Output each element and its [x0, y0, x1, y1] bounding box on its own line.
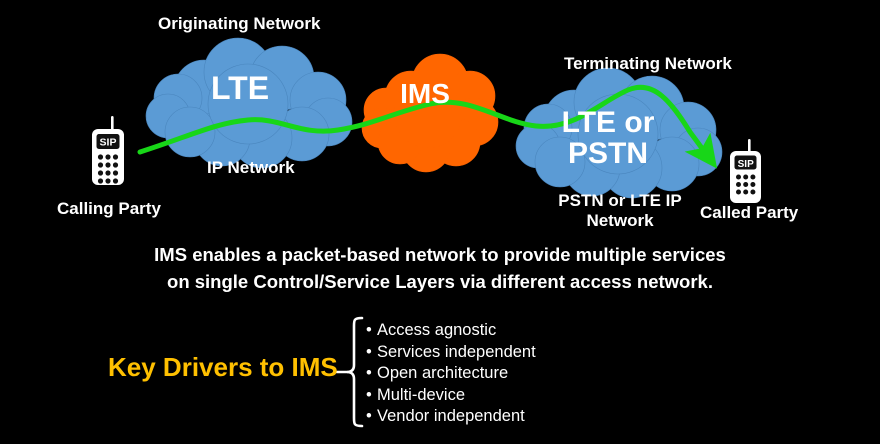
- signal-flow-arrow: [137, 84, 718, 169]
- label-originating-network: Originating Network: [158, 14, 321, 33]
- list-item: • Services independent: [366, 342, 536, 364]
- label-ip-network: IP Network: [207, 158, 295, 177]
- list-item-label: Multi-device: [377, 385, 466, 404]
- called-party-phone: SIP: [730, 139, 761, 203]
- list-item-label: Services independent: [377, 342, 536, 361]
- summary-text: IMS enables a packet-based network to pr…: [154, 244, 726, 292]
- list-item-label: Access agnostic: [377, 321, 497, 339]
- cloud-title-lte: LTE: [210, 70, 270, 106]
- list-item: • Access agnostic: [366, 320, 536, 342]
- bullet-glyph: •: [366, 342, 372, 361]
- list-item: • Open architecture: [366, 363, 536, 385]
- list-item-label: Open architecture: [377, 364, 509, 382]
- label-pstn-lte-ip-network: PSTN or LTE IP Network: [558, 191, 682, 231]
- label-called-party: Called Party: [700, 203, 799, 222]
- ims-cloud: [361, 53, 499, 173]
- bullet-glyph: •: [366, 407, 372, 425]
- bullet-glyph: •: [366, 364, 372, 382]
- key-drivers-list: • Access agnostic • Services independent •…: [366, 320, 536, 428]
- list-item-label: Vendor independent: [377, 407, 525, 425]
- calling-party-phone: SIP: [92, 116, 124, 185]
- cloud-title-ims: IMS: [400, 78, 450, 109]
- key-drivers-brace: [335, 316, 364, 428]
- list-item: • Multi-device: [366, 385, 536, 407]
- bullet-glyph: •: [366, 321, 372, 339]
- list-item: • Vendor independent: [366, 406, 536, 428]
- called-phone-screen-text: SIP: [738, 159, 754, 170]
- label-terminating-network: Terminating Network: [564, 54, 732, 73]
- cloud-title-lte-or-pstn: LTE or PSTN: [561, 106, 655, 170]
- calling-phone-screen-text: SIP: [100, 137, 117, 149]
- bullet-glyph: •: [366, 385, 372, 404]
- label-calling-party: Calling Party: [57, 199, 161, 218]
- key-drivers-heading: Key Drivers to IMS: [108, 352, 338, 382]
